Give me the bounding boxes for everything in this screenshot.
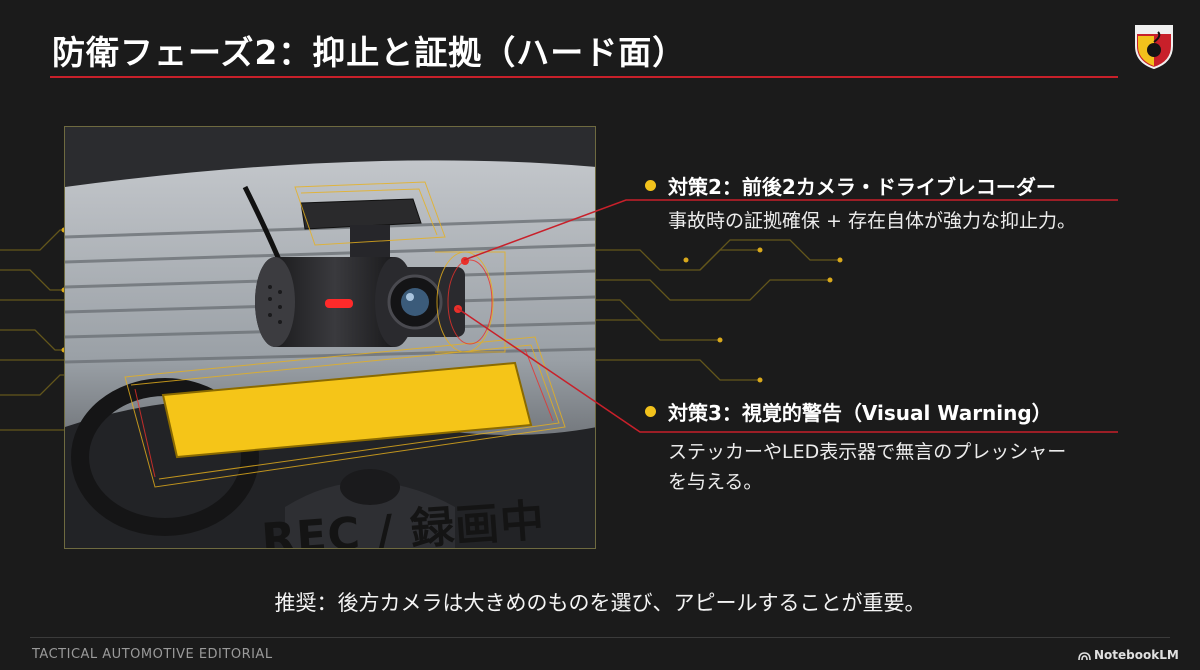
brand-label: NotebookLM	[1094, 648, 1179, 662]
notebooklm-icon	[1078, 652, 1091, 661]
page-title: 防衛フェーズ2：抑止と証拠（ハード面）	[52, 33, 687, 72]
dashcam-photo: REC / 録画中	[64, 126, 596, 549]
footer-label: TACTICAL AUTOMOTIVE EDITORIAL	[32, 647, 273, 662]
point-2-body-line-2: を与える。	[668, 471, 763, 493]
title-underline	[50, 76, 1118, 78]
point-2-heading: 対策3：視覚的警告（Visual Warning）	[668, 401, 1052, 425]
bullet-dot-icon	[645, 180, 656, 191]
point-1-body: 事故時の証拠確保 + 存在自体が強力な抑止力。	[668, 210, 1077, 232]
point-1-heading: 対策2：前後2カメラ・ドライブレコーダー	[668, 175, 1056, 199]
point-2-body-line-1: ステッカーやLED表示器で無言のプレッシャー	[668, 441, 1067, 463]
scorpion-badge-icon	[1135, 25, 1173, 70]
footer-divider	[30, 637, 1170, 638]
bullet-dot-icon	[645, 406, 656, 417]
recommendation-text: 推奨：後方カメラは大きめのものを選び、アピールすることが重要。	[274, 591, 926, 615]
